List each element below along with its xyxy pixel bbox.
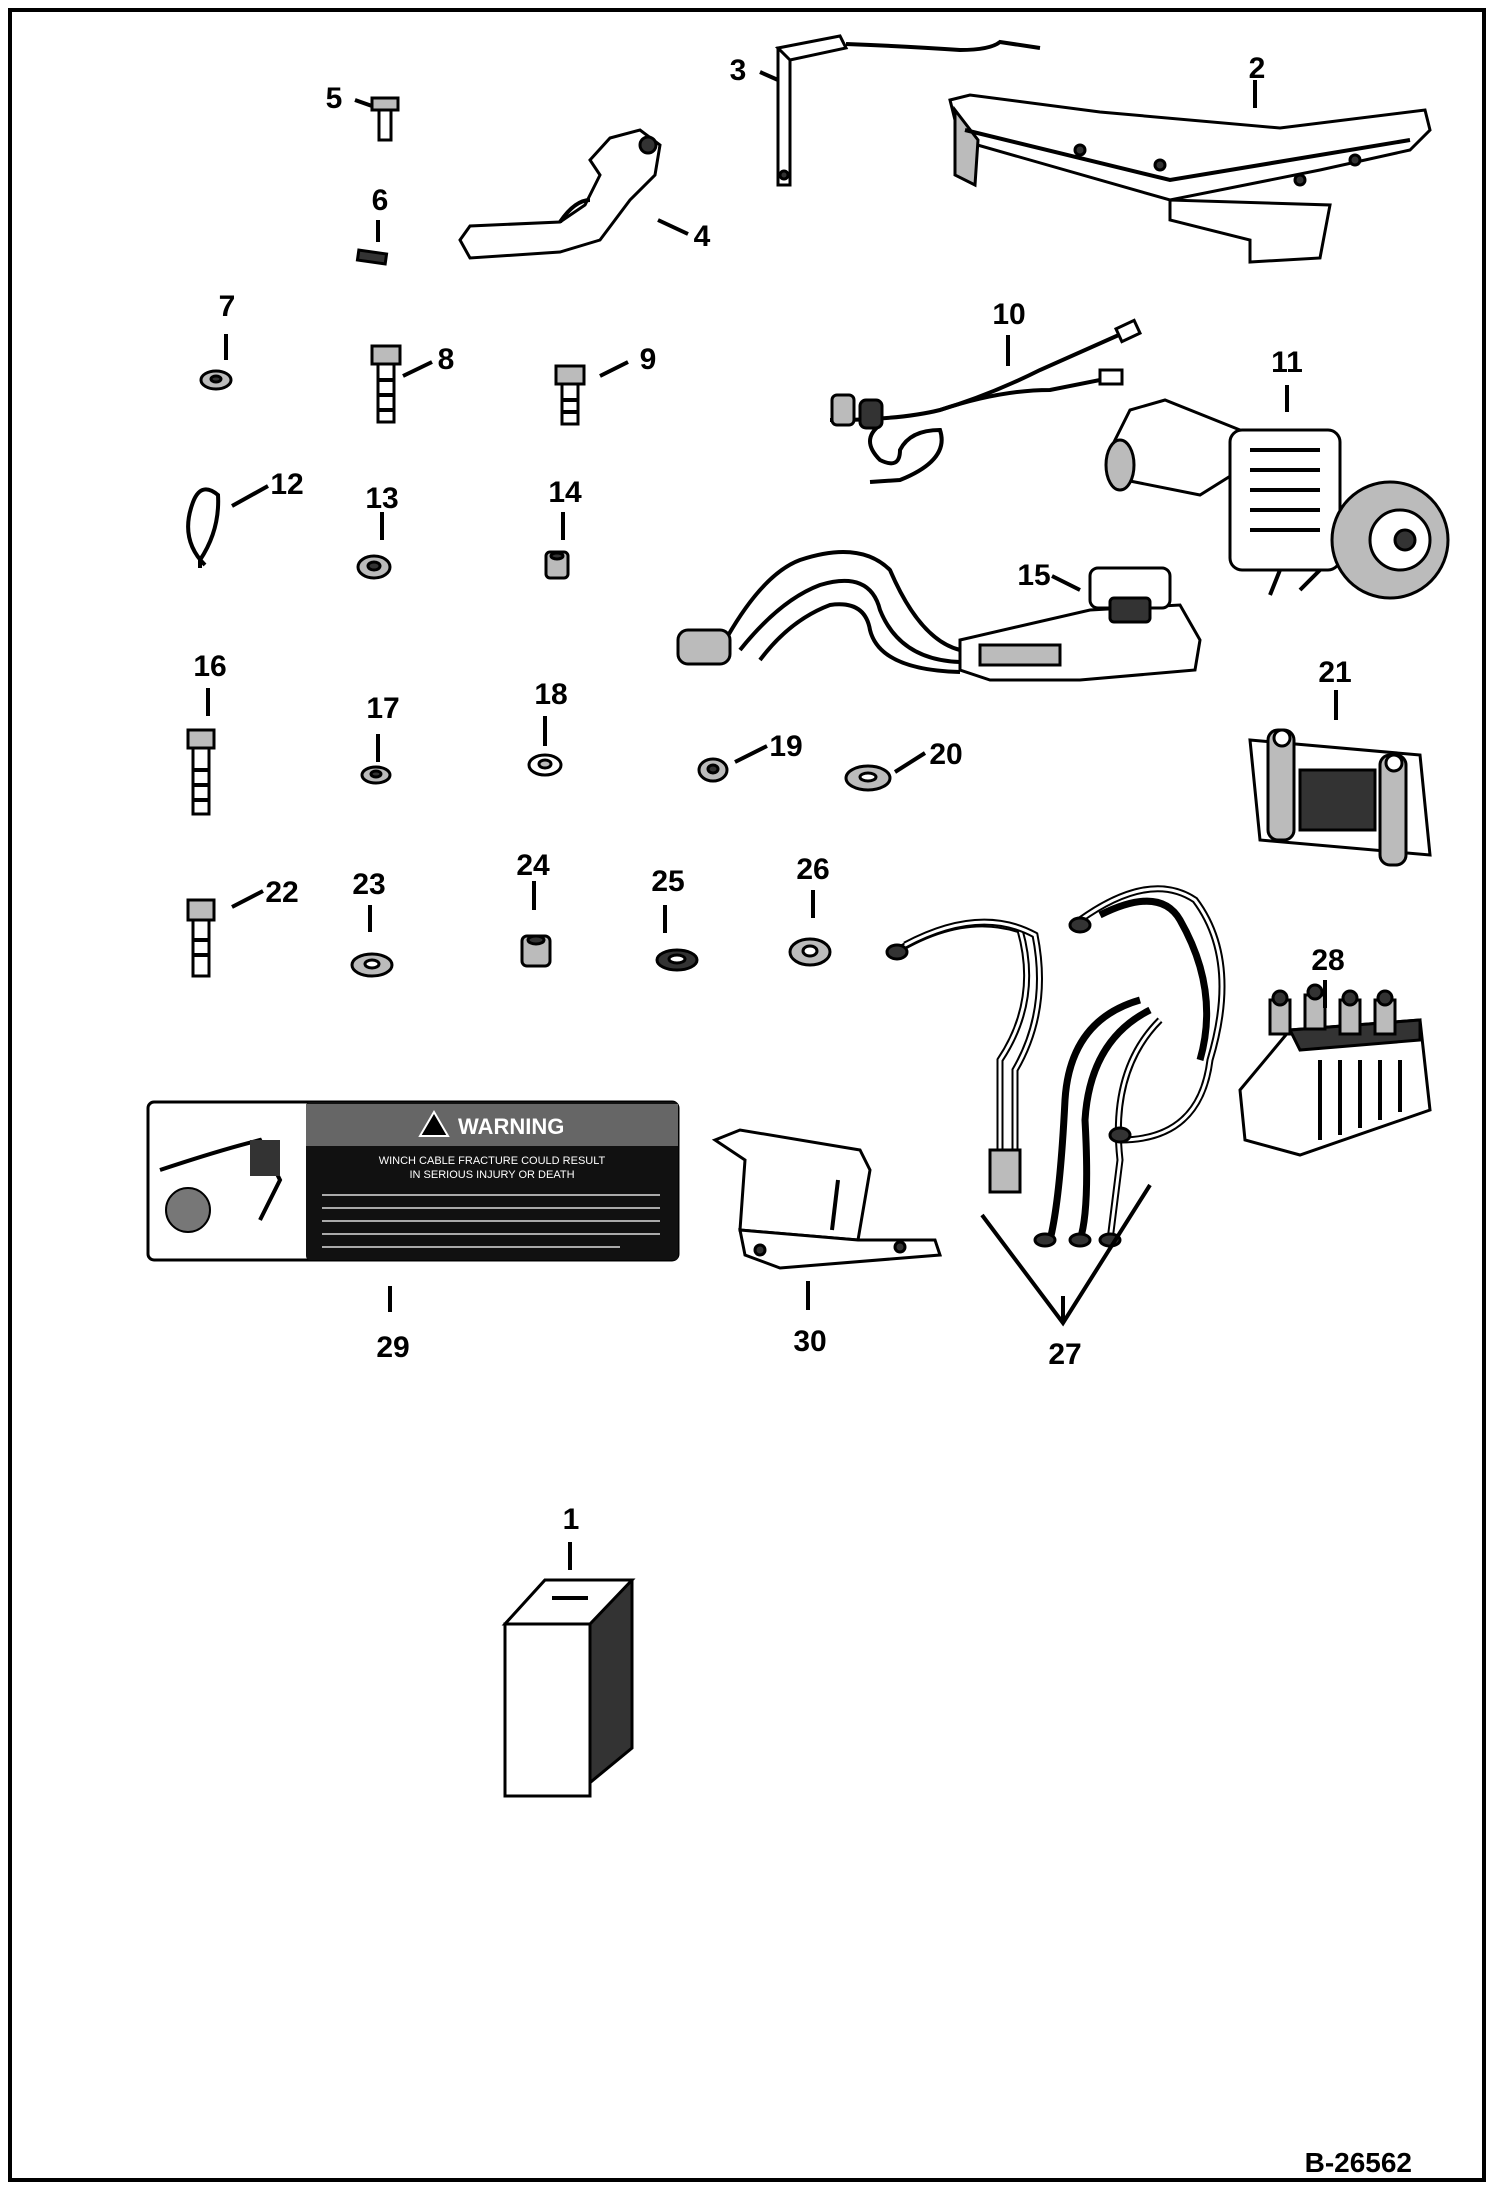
part-26-washer xyxy=(788,937,832,967)
part-6-pin xyxy=(355,248,389,266)
callout-17: 17 xyxy=(366,692,399,725)
part-7-washer xyxy=(199,369,233,391)
part-5-bolt xyxy=(370,96,400,142)
part-15-remote xyxy=(676,550,1202,682)
callout-2: 2 xyxy=(1249,52,1266,85)
part-22-bolt xyxy=(186,898,216,978)
callout-24: 24 xyxy=(516,849,550,882)
part-25-lock-washer xyxy=(655,948,699,972)
part-1-box xyxy=(501,1578,636,1798)
part-16-bolt xyxy=(186,728,216,816)
part-21-fairlead xyxy=(1248,728,1432,867)
figure-id: B-26562 xyxy=(1305,2147,1412,2178)
part-13-lock-nut xyxy=(356,554,392,580)
callout-16: 16 xyxy=(193,650,226,683)
callout-20: 20 xyxy=(929,738,962,771)
callout-7: 7 xyxy=(219,290,236,323)
part-24-nut xyxy=(520,934,552,968)
part-30-bracket xyxy=(711,1128,943,1270)
part-20-washer xyxy=(844,764,892,792)
callout-22: 22 xyxy=(265,876,298,909)
callout-21: 21 xyxy=(1318,656,1351,689)
part-12-cable-tie xyxy=(186,487,221,568)
part-10-harness xyxy=(829,318,1143,484)
callout-29: 29 xyxy=(376,1331,409,1364)
part-23-washer xyxy=(350,952,394,978)
callout-23: 23 xyxy=(352,868,385,901)
callout-11: 11 xyxy=(1271,346,1303,379)
part-19-nut xyxy=(697,757,729,783)
part-4-clamp xyxy=(458,128,662,260)
callout-4: 4 xyxy=(694,220,711,253)
callout-10: 10 xyxy=(992,298,1025,331)
part-28-solenoid xyxy=(1238,983,1432,1157)
callout-9: 9 xyxy=(640,343,657,376)
part-18-washer xyxy=(527,753,563,777)
part-14-nut xyxy=(544,550,570,580)
part-8-bolt xyxy=(370,344,402,424)
callout-26: 26 xyxy=(796,853,829,886)
part-17-washer xyxy=(360,765,392,785)
callout-15: 15 xyxy=(1017,559,1050,592)
decal-line-2: IN SERIOUS INJURY OR DEATH xyxy=(409,1169,574,1181)
callout-8: 8 xyxy=(438,343,455,376)
callout-13: 13 xyxy=(365,482,398,515)
callout-25: 25 xyxy=(651,865,684,898)
part-27-cables xyxy=(885,885,1226,1248)
callout-18: 18 xyxy=(534,678,567,711)
decal-heading: WARNING xyxy=(458,1114,564,1139)
leader-lines xyxy=(206,70,1338,1570)
part-9-bolt xyxy=(554,364,586,426)
callout-3: 3 xyxy=(730,54,747,87)
callout-30: 30 xyxy=(793,1325,826,1358)
callout-28: 28 xyxy=(1311,944,1344,977)
callout-27: 27 xyxy=(1048,1338,1081,1371)
callout-12: 12 xyxy=(270,468,303,501)
part-29-warning-decal: WARNING WINCH CABLE FRACTURE COULD RESUL… xyxy=(146,1100,680,1262)
callout-14: 14 xyxy=(548,476,582,509)
part-2-mount-channel xyxy=(948,93,1432,264)
decal-line-1: WINCH CABLE FRACTURE COULD RESULT xyxy=(379,1155,606,1167)
callout-1: 1 xyxy=(563,1503,580,1536)
callout-19: 19 xyxy=(769,730,802,763)
callout-6: 6 xyxy=(372,184,389,217)
part-11-winch xyxy=(1104,398,1450,600)
part-3-rod xyxy=(774,34,1041,187)
drawing-border xyxy=(8,8,1486,2182)
callouts: 5 6 4 3 2 7 8 9 10 11 12 13 14 15 16 17 … xyxy=(193,52,1351,1536)
callout-5: 5 xyxy=(326,82,343,115)
